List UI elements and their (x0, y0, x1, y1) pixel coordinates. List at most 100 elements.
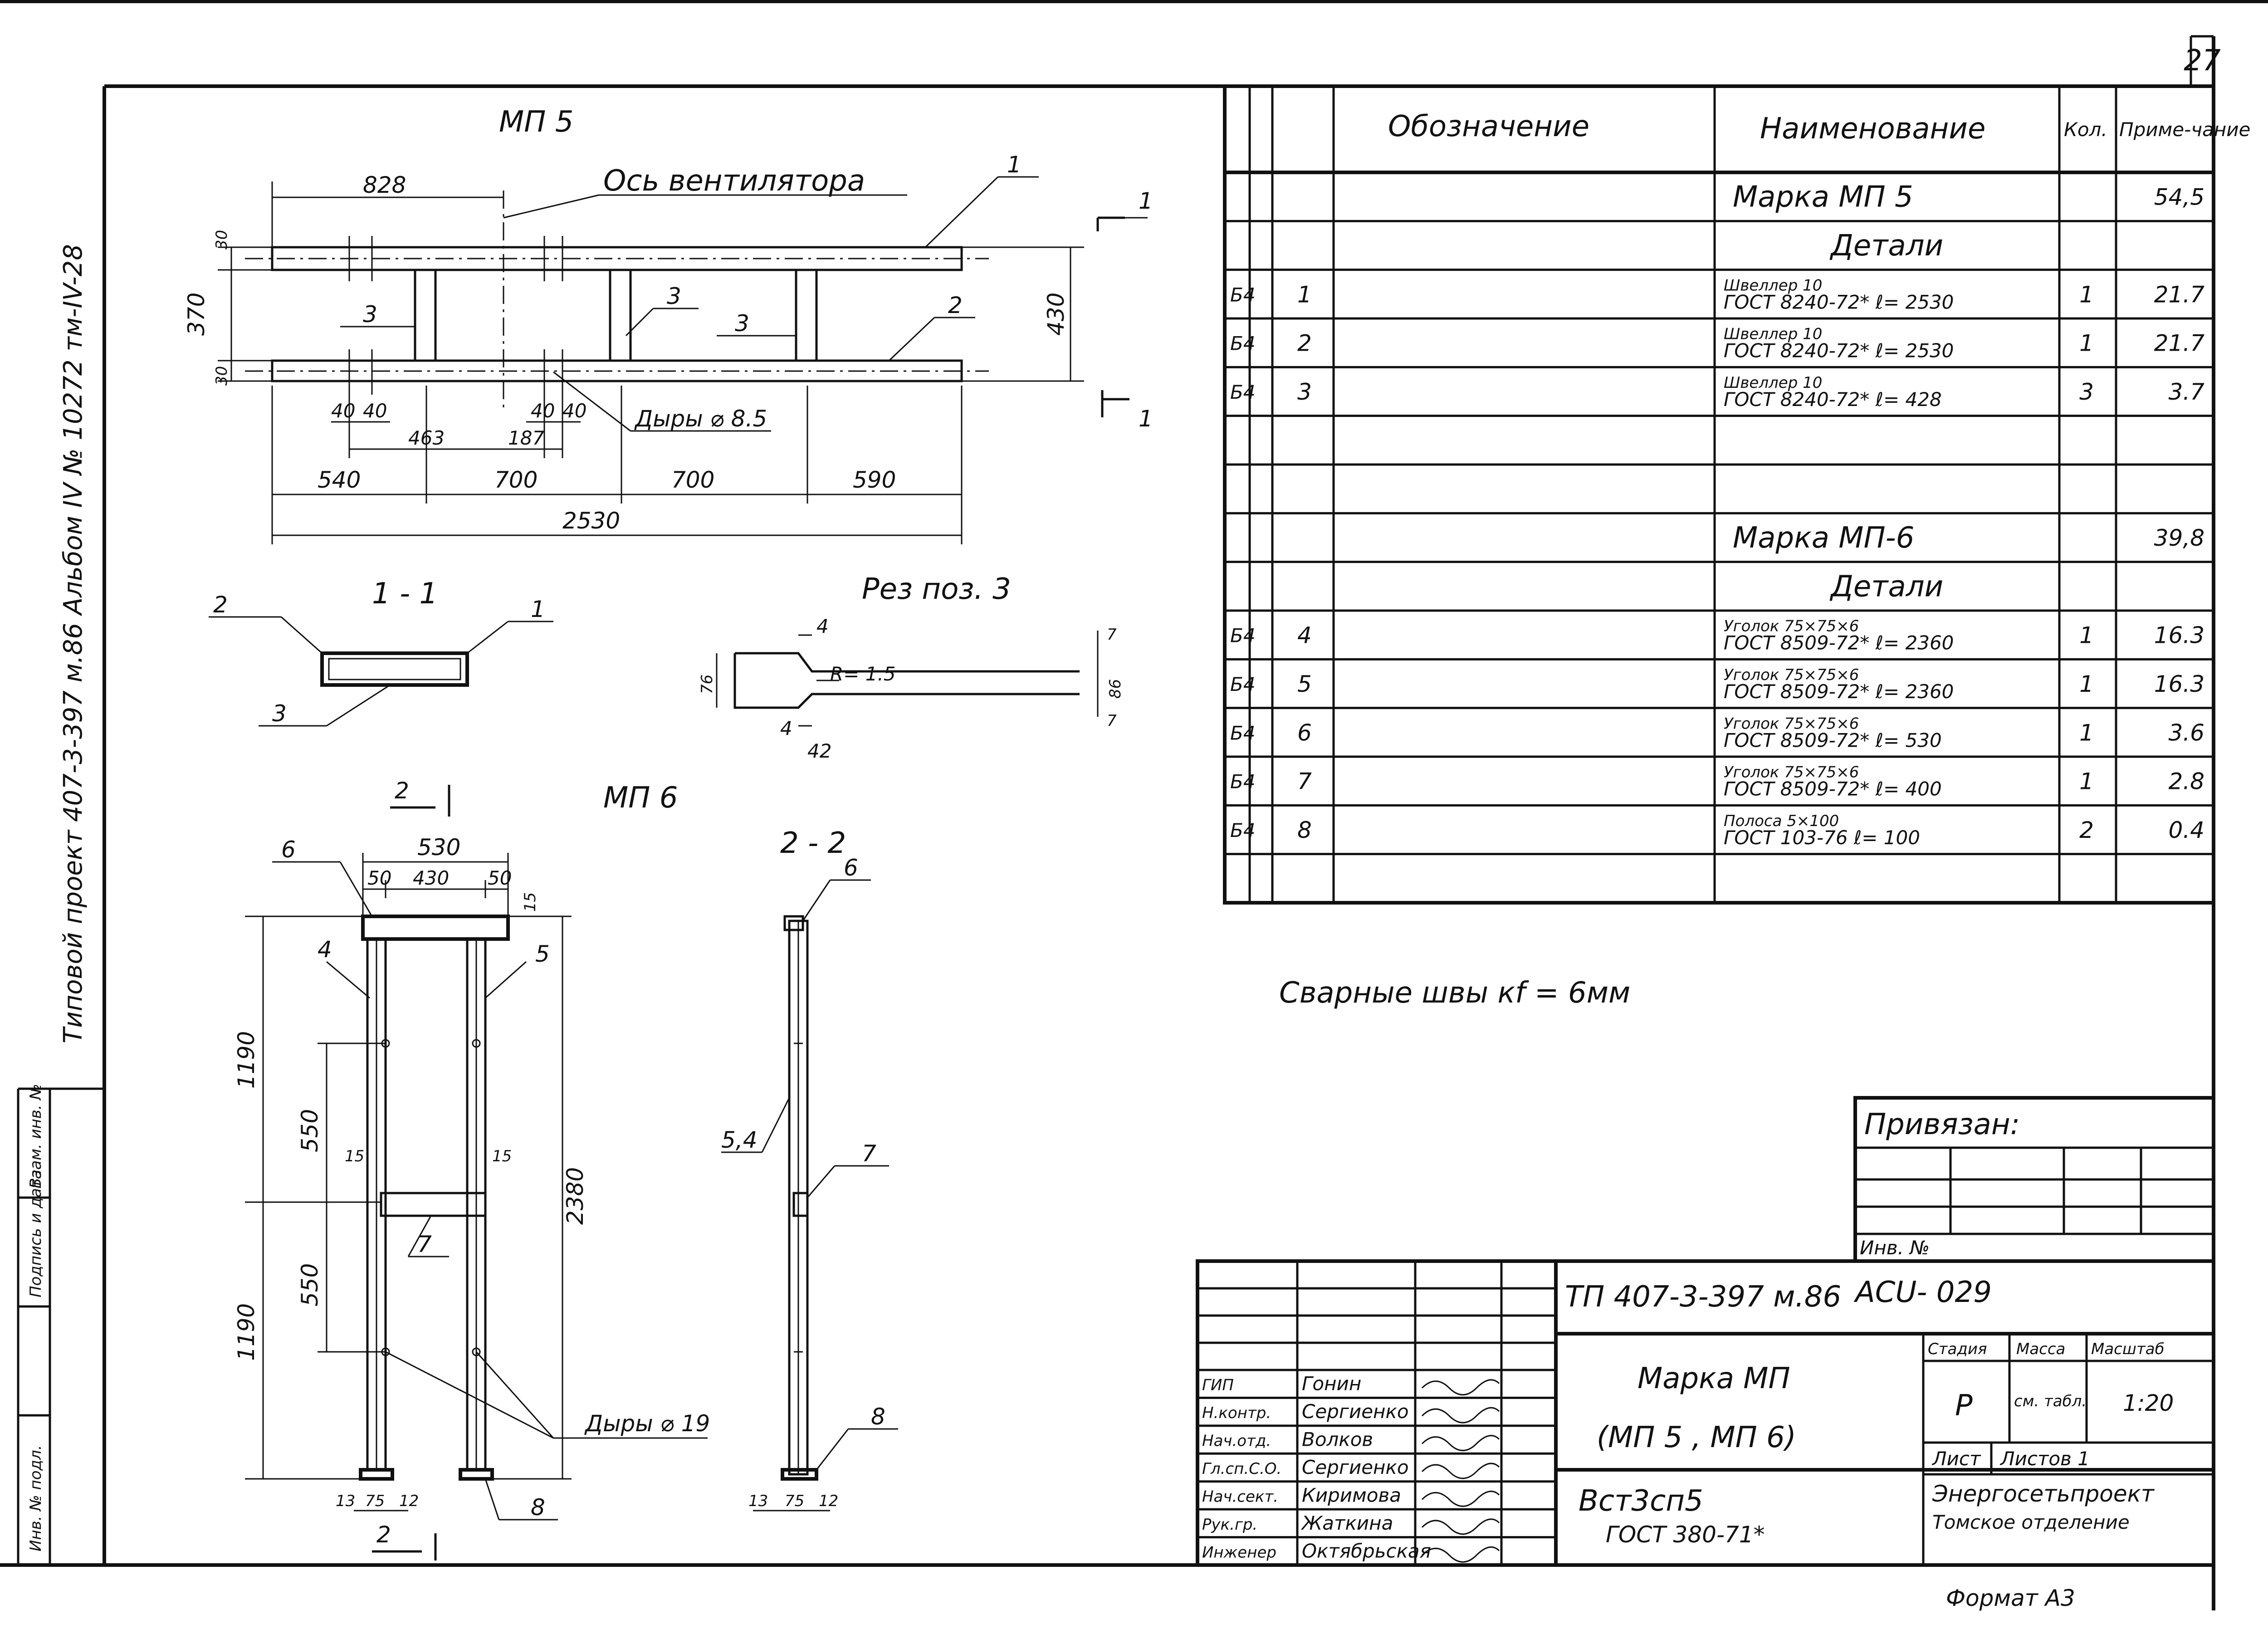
mp5-dim-540: 540 (318, 467, 361, 493)
signature-scribble (1421, 1463, 1500, 1479)
staff-role: Инженер (1202, 1543, 1276, 1561)
spec-cell-name: Швеллер 10 (1724, 276, 1822, 294)
cut-pos3-title: Рез поз. 3 (862, 572, 1011, 606)
tb-org-line2: Томское отделение (1932, 1511, 2130, 1533)
tb-name-line2: (МП 5 , МП 6) (1597, 1421, 1796, 1454)
binding-inv-label: Инв. № (1860, 1237, 1930, 1259)
tb-org-line1: Энергосетьпроект (1932, 1481, 2155, 1507)
tb-format: Формат А3 (1946, 1585, 2075, 1611)
signature-scribble (1421, 1435, 1500, 1451)
spec-cell-name-standard: ГОСТ 8509-72* ℓ= 400 (1724, 778, 1942, 800)
spec-table: Обозначение Наименование Кол. Приме-чани… (1223, 84, 2250, 905)
mp5-cut-mark-bottom: 1 (1139, 406, 1153, 432)
spec-cell-name-standard: ГОСТ 8509-72* ℓ= 530 (1724, 729, 1942, 751)
mp6-callout-8: 8 (531, 1494, 545, 1521)
drawing-mp5: МП 5 828 Ось вентилятора (183, 105, 1153, 544)
mp5-dim-30-bot: 30 (213, 366, 231, 386)
spec-header-designation: Обозначение (1388, 110, 1589, 143)
mp5-dim-187: 187 (508, 427, 544, 449)
mp5-callout-3c: 3 (735, 310, 749, 337)
spec-cell-format: Б4 (1230, 284, 1256, 306)
signature-scribble (1421, 1546, 1500, 1563)
mp6-callout-7: 7 (417, 1231, 432, 1257)
spec-cell-position: 2 (1297, 330, 1312, 357)
spec-cell-note: 16.3 (2154, 622, 2204, 649)
mp6-holes-label: Дыры ⌀ 19 (584, 1410, 710, 1437)
page-number: 27 (2184, 44, 2221, 78)
spec-cell-name: Швеллер 10 (1724, 374, 1822, 392)
weld-note: Сварные швы кf = 6мм (1279, 976, 1630, 1010)
mp5-dim-40d: 40 (562, 400, 587, 422)
spec-cell-note: 2.8 (2168, 768, 2204, 795)
spec-cell-qty: 2 (2079, 817, 2094, 843)
staff-name: Октябрьская (1302, 1540, 1431, 1562)
spec-cell-name-standard: ГОСТ 8509-72* ℓ= 2360 (1724, 680, 1954, 703)
section-2-2-dim-75: 75 (785, 1492, 804, 1510)
section-2-2-callout-6: 6 (844, 855, 858, 881)
spec-cell-qty: 1 (2079, 330, 2094, 357)
mp5-callout-3a: 3 (363, 301, 377, 328)
spec-cell-note: 3.7 (2168, 379, 2204, 405)
tb-scale-label: Масштаб (2091, 1340, 2165, 1358)
spec-cell-name: Полоса 5×100 (1724, 812, 1839, 830)
staff-name: Жаткина (1300, 1512, 1393, 1534)
section-1-1: 1 - 1 2 1 3 (209, 577, 553, 727)
section-1-1-title: 1 - 1 (372, 577, 438, 611)
staff-role: Нач.сект. (1202, 1487, 1278, 1506)
spec-cell-name-standard: ГОСТ 8240-72* ℓ= 2530 (1724, 291, 1954, 313)
spec-cell-format: Б4 (1230, 819, 1256, 841)
spec-cell-format: Б4 (1230, 333, 1256, 355)
mp6-dim-1190-bot: 1190 (233, 1303, 259, 1361)
section-2-2-dim-13: 13 (748, 1492, 768, 1510)
cut-pos3-radius: R= 1.5 (830, 663, 896, 685)
tb-name-line1: Марка МП (1637, 1362, 1790, 1395)
mp6-dim-530: 530 (417, 834, 460, 861)
spec-cell-name: Уголок 75×75×6 (1724, 763, 1859, 782)
spec-cell-note: 3.6 (2168, 719, 2204, 746)
spec-cell-position: 5 (1297, 671, 1312, 697)
side-stamp-text: Типовой проект 407-3-397 м.86 Альбом IV … (59, 244, 88, 1043)
mp5-dim-828: 828 (363, 172, 406, 198)
staff-role: Н.контр. (1202, 1404, 1271, 1422)
mp6-dim-12: 12 (399, 1492, 419, 1510)
mp5-cut-mark-top: 1 (1139, 188, 1153, 214)
spec-cell-position: 1 (1297, 281, 1312, 308)
mp5-dim-30-top: 30 (213, 230, 231, 250)
section-1-1-callout-3: 3 (272, 700, 287, 727)
side-box-inv-orig: Инв. № подл. (27, 1445, 45, 1551)
mp5-callout-2: 2 (948, 292, 963, 318)
cut-pos3-dim-42: 42 (807, 740, 831, 762)
mp6-dim-50a: 50 (367, 867, 391, 889)
signature-scribble (1421, 1491, 1500, 1507)
spec-cell-note: 21.7 (2154, 281, 2205, 308)
mp6-dim-2380: 2380 (562, 1167, 588, 1225)
mp6-dim-1190-top: 1190 (233, 1031, 259, 1089)
staff-role: Гл.сп.С.О. (1202, 1460, 1281, 1478)
spec-cell-name: Уголок 75×75×6 (1724, 714, 1859, 733)
spec-cell-qty: 1 (2079, 281, 2094, 308)
section-1-1-callout-2: 2 (213, 592, 228, 618)
mp6-dim-550-bot: 550 (297, 1263, 323, 1306)
signature-scribble (1421, 1379, 1500, 1396)
mp5-dim-2530: 2530 (562, 508, 620, 534)
spec-cell-name-standard: ГОСТ 103-76 ℓ= 100 (1724, 827, 1920, 849)
section-2-2: 2 - 2 6 5,4 7 8 13 75 12 (721, 827, 898, 1512)
mp5-dim-40a: 40 (331, 400, 355, 422)
mp6-section-mark-bottom: 2 (376, 1521, 391, 1548)
spec-cell-format: Б4 (1230, 625, 1256, 647)
cut-pos3-dim-86: 86 (1106, 679, 1124, 699)
spec-cell-name: Уголок 75×75×6 (1724, 666, 1859, 684)
spec-cell-qty: 1 (2079, 671, 2094, 697)
tb-scale-value: 1:20 (2123, 1390, 2174, 1416)
spec-cell-name: Швеллер 10 (1724, 325, 1822, 343)
title-block: ТП 407-3-397 м.86 АСU- 029 Марка МП (МП … (1196, 1259, 2215, 1611)
mp6-dim-75: 75 (365, 1492, 385, 1510)
binding-block: Привязан: Инв. № (1853, 1096, 2215, 1263)
spec-cell-note: 0.4 (2168, 817, 2204, 843)
staff-name: Киримова (1302, 1484, 1401, 1506)
mp5-dim-700a: 700 (494, 467, 538, 493)
mp5-title: МП 5 (499, 105, 573, 139)
mp5-dim-700b: 700 (671, 467, 714, 493)
mp6-title: МП 6 (603, 781, 678, 815)
